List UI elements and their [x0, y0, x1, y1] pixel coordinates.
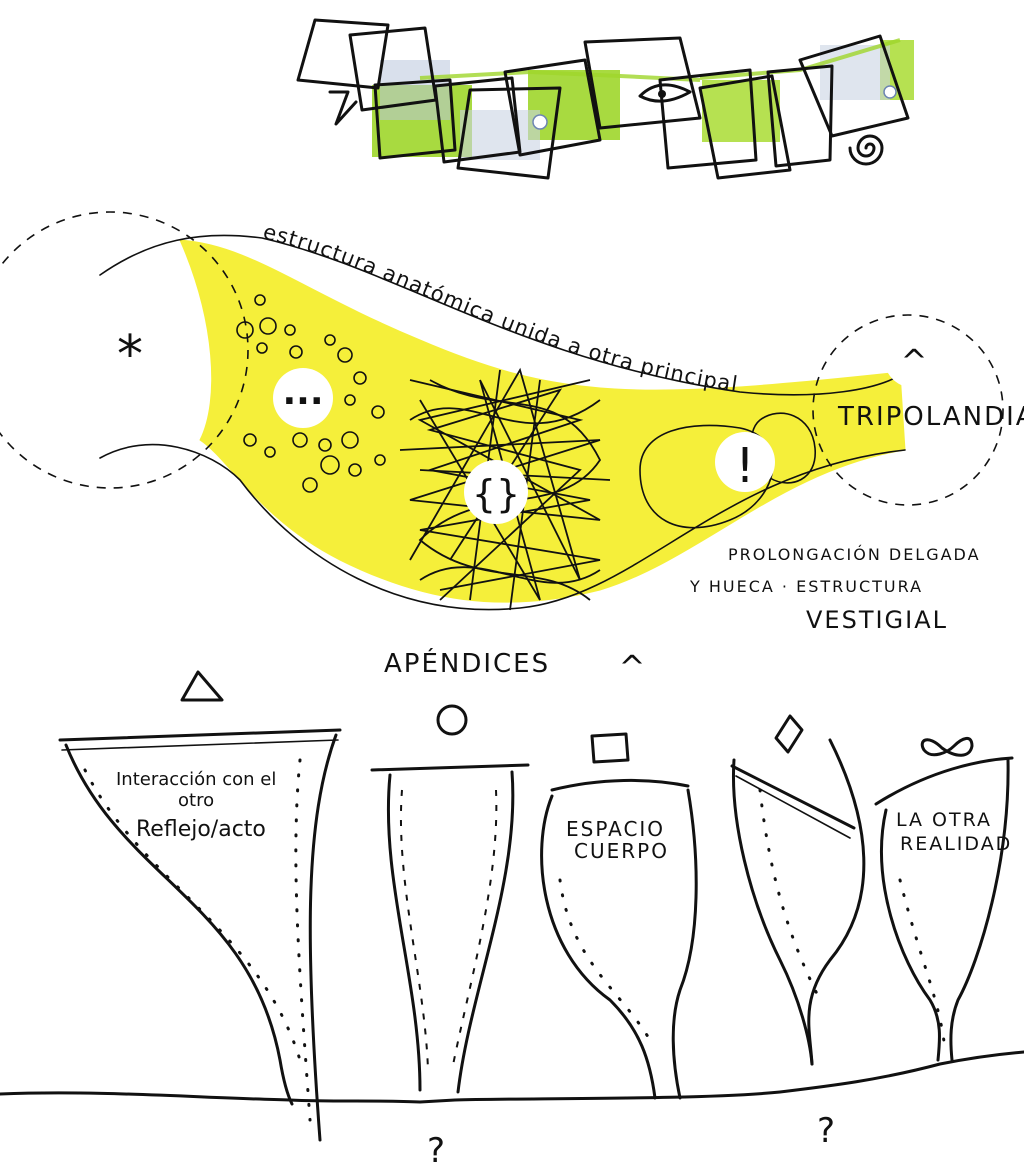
vessel-5-text-1: LA OTRA [896, 809, 992, 831]
bubbles-cluster [236, 294, 386, 493]
vessel-5-rim [874, 756, 1014, 806]
vessel-3-text-1: ESPACIO [566, 817, 665, 841]
scribble-mark [328, 90, 358, 126]
body-bottom-outline [99, 443, 906, 611]
asterisk-symbol: * [117, 325, 143, 385]
vessel-4-rim [730, 764, 856, 830]
vessel-5-text-2: REALIDAD [900, 833, 1012, 855]
prolongacion-line-3: VESTIGIAL [806, 606, 948, 634]
square-3 [373, 78, 457, 160]
vessel-2-rim [370, 763, 530, 772]
prolongacion-line-1: PROLONGACIÓN DELGADA [728, 545, 981, 564]
vessel-2-right [456, 770, 515, 1094]
triangle-icon [180, 670, 224, 702]
question-symbol-1: ? [427, 1131, 445, 1168]
vessel-3-left [540, 794, 657, 1100]
square-icon [590, 732, 630, 764]
ellipsis-symbol: ... [282, 372, 323, 413]
square-8 [658, 68, 758, 170]
disc-question-2 [796, 1090, 856, 1150]
square-7 [583, 36, 702, 130]
squares-strip [296, 18, 914, 180]
blue-wash-1 [380, 60, 450, 120]
disc-caret-apendices [602, 638, 662, 698]
square-6 [503, 58, 602, 157]
eye-icon [638, 83, 692, 103]
left-dashed-circle [0, 211, 249, 489]
vessel-1-right [308, 733, 338, 1142]
vessel-3-right [671, 788, 698, 1100]
braces-symbol: {} [472, 472, 520, 516]
square-1 [296, 18, 390, 90]
disc-exclamation [715, 432, 775, 492]
body-top-outline [99, 234, 906, 396]
spiral-icon [848, 134, 884, 166]
square-10 [766, 64, 834, 168]
right-dashed-circle [812, 314, 1004, 506]
disc-braces [464, 460, 528, 524]
exclamation-symbol: ! [735, 438, 754, 494]
vessel-1-rim [58, 728, 342, 742]
vessel-1-text-3: Reflejo/acto [136, 817, 266, 842]
vessel-5-right [949, 758, 1010, 1062]
vessel-5-left [880, 808, 942, 1062]
vessel-1-text-2: otro [178, 790, 214, 811]
disc-caret-right [884, 328, 944, 388]
disc-question-1 [410, 1114, 462, 1166]
bubble-1 [532, 114, 548, 130]
square-9 [698, 74, 792, 180]
bubble-2 [883, 85, 897, 99]
ground-line [0, 1050, 1024, 1104]
vessel-4-right [807, 738, 866, 1066]
prolongacion-line-2: Y HUECA · ESTRUCTURA [689, 577, 923, 596]
apendices-title: APÉNDICES [384, 647, 550, 679]
circle-icon [436, 704, 468, 736]
infinity-icon [920, 737, 974, 757]
disc-ellipsis [273, 368, 333, 428]
caret-symbol-right: ^ [901, 342, 928, 380]
tripolandia-label: TRIPOLANDIA [837, 402, 1024, 432]
blue-wash-2 [460, 110, 540, 160]
square-11 [798, 34, 910, 138]
square-5 [456, 86, 562, 180]
vessel-4-left [732, 758, 814, 1066]
vessel-1-text-1: Interacción con el [116, 769, 276, 790]
vessel-1-left [64, 743, 294, 1106]
diamond-icon [774, 714, 804, 754]
caret-symbol-apendices: ^ [619, 648, 646, 686]
disc-asterisk [100, 322, 160, 382]
vessel-3-rim [550, 778, 690, 792]
eye-pupil [658, 90, 666, 98]
question-symbol-2: ? [817, 1111, 835, 1151]
green-wash-3 [702, 80, 780, 142]
appendices-section: APÉNDICES ^ Interacción con el otro Refl… [0, 638, 1024, 1168]
vessel-3-text-2: CUERPO [574, 839, 669, 863]
vessel-2-left [386, 773, 422, 1092]
anatomy-figure: * ... {} ! ^ estructura anatómica unida … [0, 211, 1024, 634]
